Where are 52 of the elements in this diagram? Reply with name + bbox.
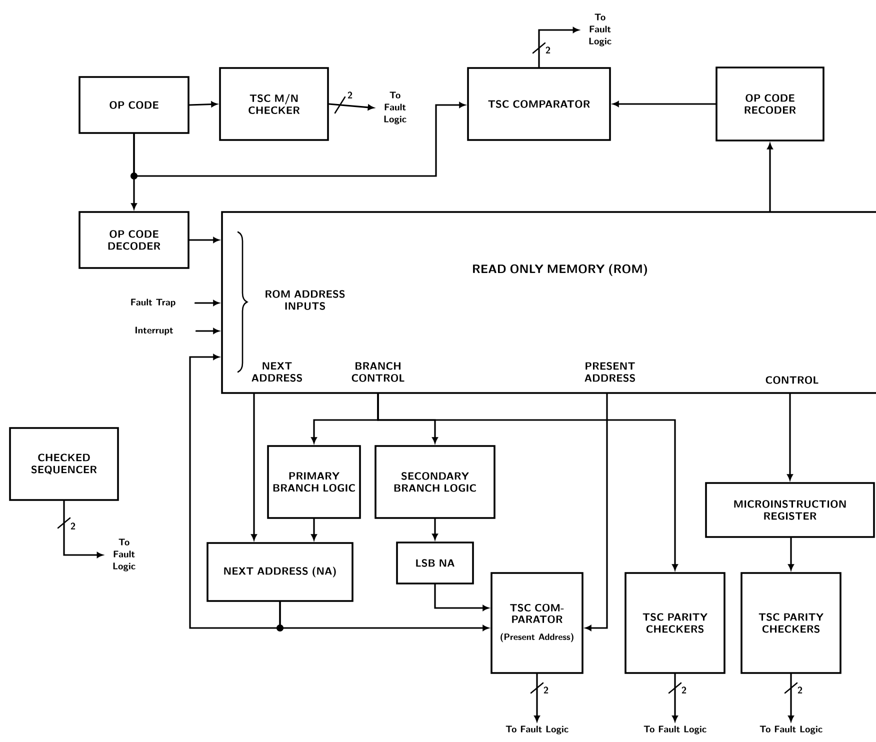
- arrow: [188, 101, 218, 108]
- arrow: [432, 518, 438, 540]
- arrow: [311, 518, 317, 540]
- process-box: OP CODE: [78, 76, 190, 134]
- signal-label: To Fault Logic: [384, 92, 406, 124]
- arrow: [434, 584, 489, 611]
- arrow: [195, 328, 220, 334]
- signal-label: To Fault Logic: [760, 726, 822, 734]
- arrow: [377, 393, 678, 570]
- process-box: TSC COMPARATOR: [467, 67, 611, 141]
- signal-label: To Fault Logic: [589, 14, 612, 46]
- process-box: MICROINSTRUCTION REGISTER: [705, 482, 875, 538]
- signal-label: To Fault Logic: [113, 538, 136, 572]
- arrow: [534, 673, 540, 722]
- process-box: OP CODE RECODER: [716, 66, 824, 142]
- memory-block: READ ONLY MEMORY (ROM) ROM ADDRESS INPUTS NEXT ADDRESS BRANCH CONTROL PRESENT ADDRESS CONTROL: [221, 211, 876, 394]
- arrow: [251, 393, 257, 540]
- arrow: [189, 354, 281, 629]
- process-box: TSC PARITY CHECKERS: [624, 572, 726, 674]
- process-box: LSB NA: [396, 542, 474, 584]
- signal-label: To Fault Logic: [644, 726, 706, 734]
- process-box: TSC PARITY CHECKERS: [740, 572, 842, 674]
- bus-width-label: 2: [542, 686, 550, 694]
- process-box: OP CODE DECODER: [78, 211, 190, 269]
- bus-width-label: 2: [680, 686, 688, 694]
- process-box: TSC M/N CHECKER: [219, 67, 329, 141]
- arrow: [612, 101, 716, 107]
- process-box: NEXT ADDRESS (NA): [206, 542, 354, 602]
- arrow: [328, 103, 374, 110]
- arrow: [63, 500, 103, 558]
- arrow: [767, 143, 773, 212]
- arrow: [585, 393, 608, 631]
- arrow: [194, 300, 220, 306]
- bus-width-label: 2: [796, 686, 804, 694]
- arrow: [788, 537, 794, 570]
- signal-label: Interrupt: [136, 326, 174, 336]
- signal-label: Fault Trap: [131, 298, 176, 308]
- bus-width-label: 2: [544, 46, 552, 54]
- arrow: [133, 102, 466, 177]
- arrow: [672, 673, 678, 722]
- arrow: [279, 601, 489, 631]
- process-box: PRIMARY BRANCH LOGIC: [267, 445, 361, 519]
- arrow: [787, 393, 793, 480]
- arrow: [788, 673, 794, 722]
- bus-width-label: 2: [346, 90, 354, 100]
- arrow: [188, 237, 220, 243]
- bus-width-label: 2: [70, 522, 76, 530]
- process-box: SECONDARY BRANCH LOGIC: [374, 445, 496, 519]
- arrow: [538, 27, 579, 68]
- process-box: TSC COM- PARATOR (Present Address): [490, 572, 584, 674]
- signal-label: To Fault Logic: [506, 726, 568, 734]
- process-box: CHECKED SEQUENCER: [9, 427, 119, 501]
